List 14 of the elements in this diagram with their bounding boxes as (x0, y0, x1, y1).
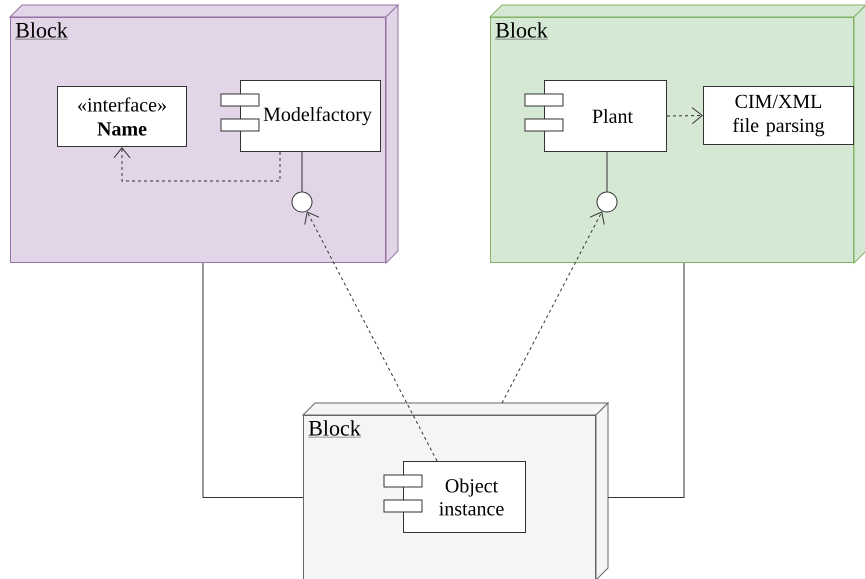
component-box: Object instance (384, 461, 526, 533)
interface-circle (292, 192, 312, 212)
interface-box: «interface» Name (57, 86, 187, 147)
dependency-arrow (502, 211, 605, 404)
dependency-arrow (114, 147, 280, 182)
dependency-arrow (666, 107, 703, 124)
dependency-arrow (304, 211, 438, 462)
connector-line (606, 152, 608, 192)
connector-line (202, 262, 304, 498)
component-box: Plant (524, 80, 667, 152)
class-box: CIM/XML file parsing (703, 86, 854, 145)
connector-line (608, 262, 684, 498)
interface-circle (596, 192, 618, 212)
component-box: Modelfactory (220, 80, 381, 152)
